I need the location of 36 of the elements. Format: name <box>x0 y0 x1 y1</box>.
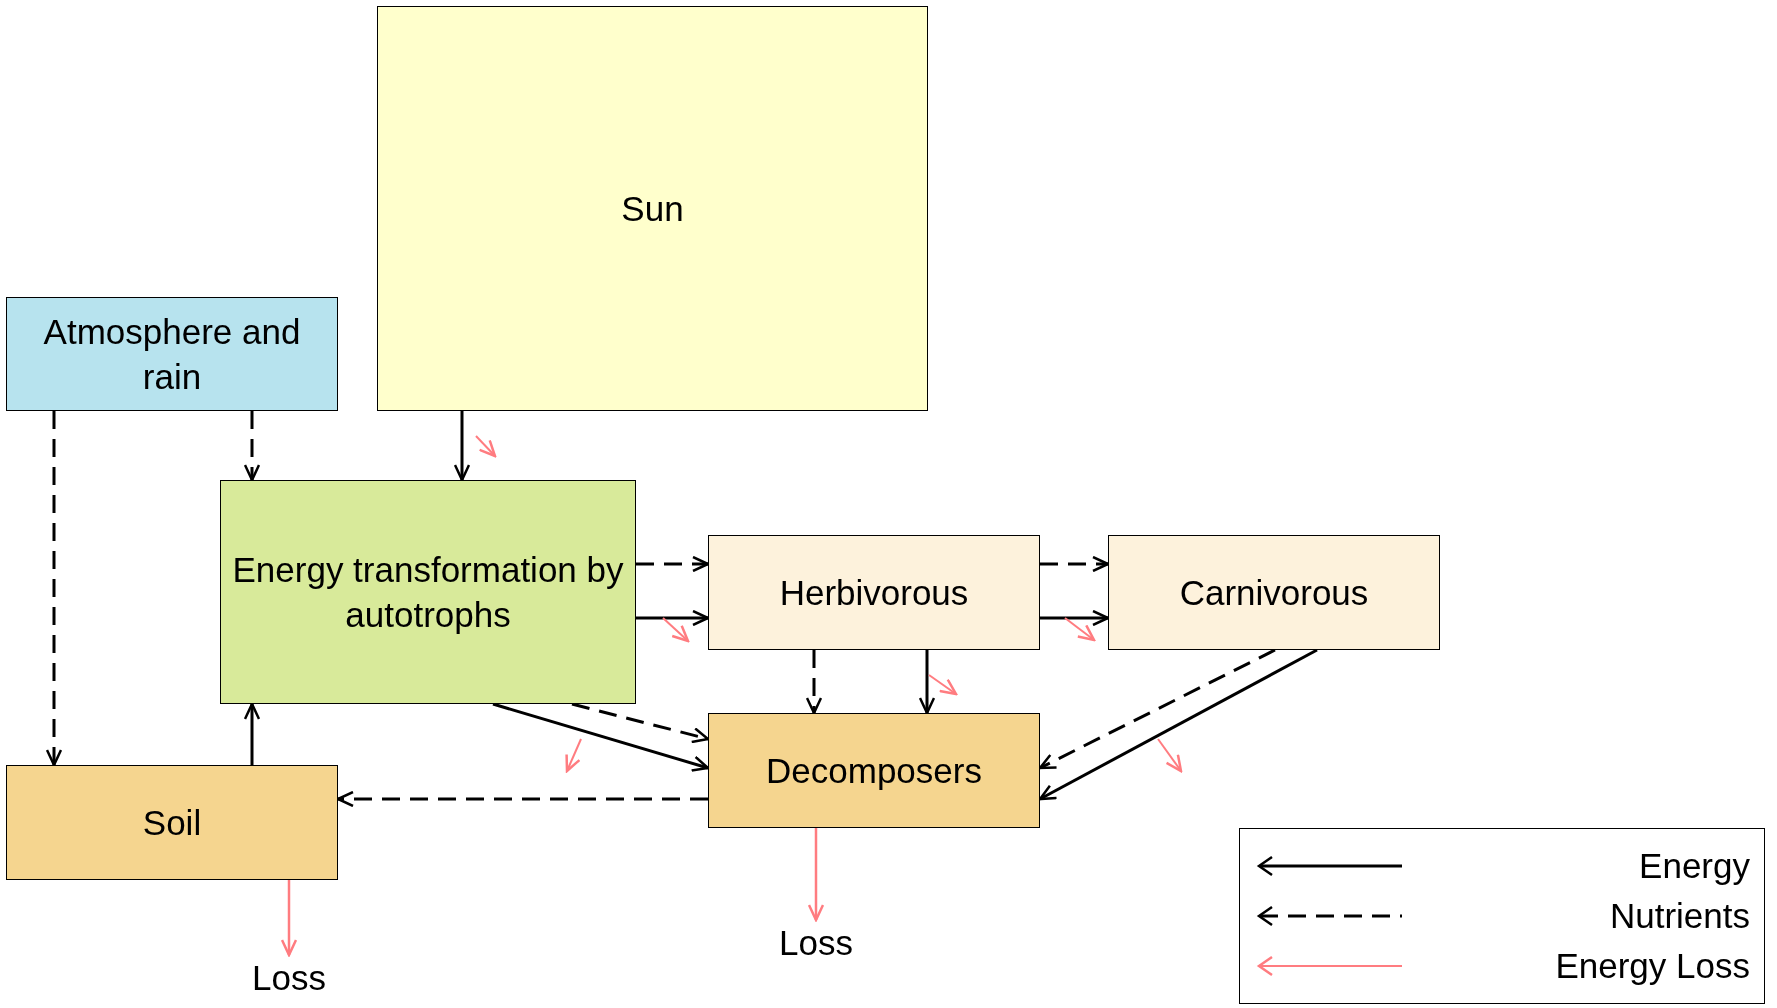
arrow <box>636 609 710 627</box>
dashed-arrow <box>571 702 710 744</box>
dashed-arrow <box>1038 648 1276 770</box>
process-box <box>6 765 338 880</box>
box-label: Decomposers <box>766 749 982 792</box>
arrow <box>453 411 471 482</box>
box-label: Energy transformation by autotrophs <box>231 548 625 636</box>
loss-label: Loss <box>239 955 339 1001</box>
arrow <box>1040 609 1110 627</box>
arrow <box>243 702 261 765</box>
dashed-arrow <box>243 411 261 482</box>
box-label: Carnivorous <box>1179 571 1369 614</box>
dashed-arrow <box>45 411 63 767</box>
process-box <box>708 713 1040 828</box>
process-box <box>377 6 928 411</box>
arrow <box>280 880 298 957</box>
arrow <box>918 650 936 715</box>
arrow <box>492 702 710 772</box>
dashed-arrow <box>1040 555 1110 573</box>
process-box <box>1108 535 1440 650</box>
legend-label: Energy <box>1639 846 1750 886</box>
box-label: Herbivorous <box>779 571 969 614</box>
process-box <box>220 480 636 704</box>
process-box <box>6 297 338 411</box>
arrow <box>1038 648 1318 801</box>
arrow <box>807 828 825 922</box>
box-label: Soil <box>142 801 202 844</box>
dashed-arrow <box>636 555 710 573</box>
legend-label: Energy Loss <box>1555 946 1750 986</box>
dashed-arrow <box>805 650 823 715</box>
box-label: Sun <box>621 187 684 230</box>
process-box <box>708 535 1040 650</box>
legend-label: Nutrients <box>1609 896 1750 936</box>
dashed-arrow <box>336 790 708 808</box>
loss-label: Loss <box>766 920 866 966</box>
box-label: Atmosphere and rain <box>42 310 302 398</box>
